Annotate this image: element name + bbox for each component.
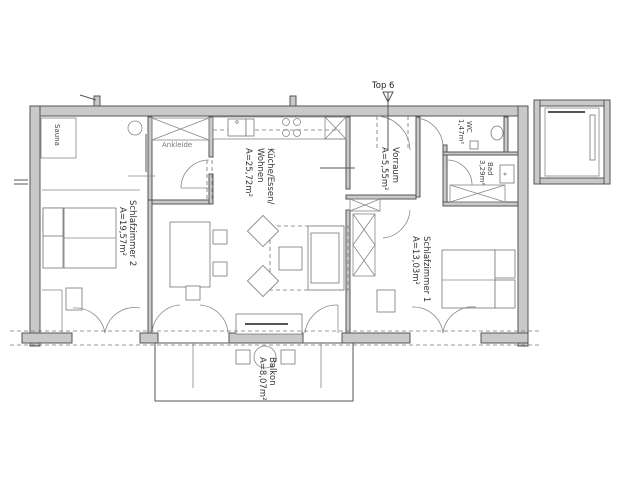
balcony-door-right <box>104 307 141 334</box>
label-vorraum: Vorraum <box>390 147 400 183</box>
chimney-stub <box>93 95 101 107</box>
label-wohnen: Wohnen <box>255 148 265 183</box>
dim-line <box>79 94 97 101</box>
round-element <box>127 120 143 136</box>
area-wc: 1,47m² <box>457 119 465 144</box>
label-schlafzimmer1: Schlafzimmer 1 <box>421 236 431 302</box>
label-bad: Bad <box>486 162 494 176</box>
area-schlafzimmer1: A=13,03m² <box>410 236 420 285</box>
label-balkon: Balkon <box>267 357 277 386</box>
sauna-box <box>40 117 77 159</box>
area-kueche: A=25,72m² <box>243 148 253 197</box>
dining-set <box>169 221 228 301</box>
area-balkon: A=8,07m² <box>257 357 267 401</box>
vorraum-wardrobe <box>349 198 381 277</box>
chimney-stub <box>289 95 297 107</box>
area-schlafzimmer2: A=19,57m² <box>117 207 127 256</box>
wc-fixtures <box>417 117 504 150</box>
area-vorraum: A=5,55m² <box>379 147 389 191</box>
exterior-walls <box>21 105 529 347</box>
interior-walls <box>147 116 519 334</box>
balcony <box>154 342 354 402</box>
unit-label: Top 6 <box>371 81 394 91</box>
living-door <box>151 304 181 334</box>
living-set <box>246 214 349 298</box>
vorraum-door <box>382 209 411 239</box>
bed-schlafzimmer2 <box>42 207 117 311</box>
kitchen-counter <box>212 116 347 140</box>
living-door <box>304 304 339 334</box>
ankleide-door <box>180 159 210 189</box>
living-door <box>199 304 229 334</box>
sz1-door <box>442 306 477 334</box>
bad-fixtures <box>446 159 515 203</box>
label-ankleide: Ankleide <box>162 141 192 149</box>
balcony-door-left <box>72 307 106 334</box>
ankleide-wardrobe <box>151 117 210 141</box>
label-wc: WC <box>465 121 473 133</box>
sz1-door <box>411 306 444 334</box>
bed-schlafzimmer1 <box>376 249 516 313</box>
label-kueche: Küche/Essen/ <box>265 148 275 205</box>
label-sauna: Sauna <box>53 124 61 146</box>
area-bad: 3,29m² <box>478 160 486 185</box>
label-schlafzimmer2: Schlafzimmer 2 <box>127 200 137 266</box>
side-unit <box>533 99 611 185</box>
entry-door <box>376 115 411 151</box>
